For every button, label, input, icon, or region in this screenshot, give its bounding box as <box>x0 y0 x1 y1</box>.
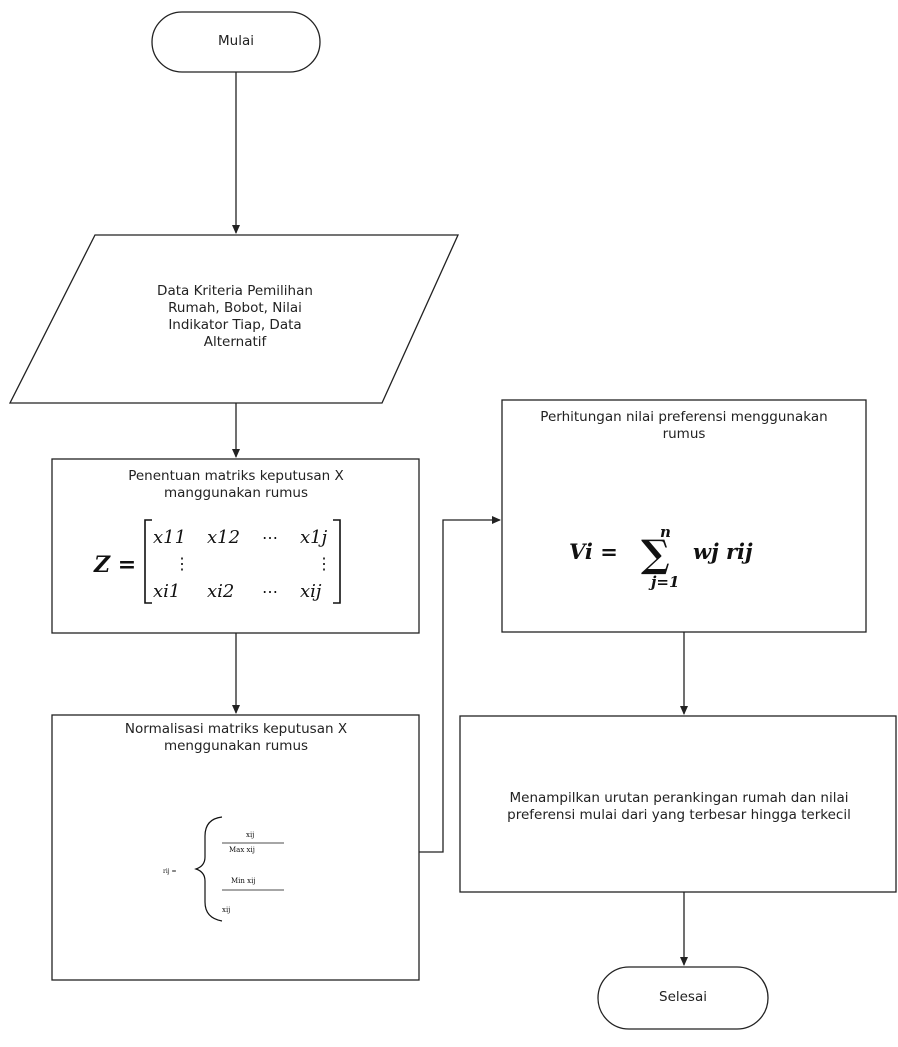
matrix-cell-r3c3: ⋯ <box>262 582 278 601</box>
matrix-right-bracket <box>333 519 341 604</box>
preference-sigma: ∑ <box>641 531 670 576</box>
start-label: Mulai <box>218 33 254 49</box>
input-label: Data Kriteria Pemilihan Rumah, Bobot, Ni… <box>157 283 313 350</box>
matrix-cell-r1c1: x11 <box>153 527 186 548</box>
normalization-brace <box>194 816 223 922</box>
matrix-formula: Z = x11 x12 ⋯ x1j ⋮ ⋮ xi1 xi2 ⋯ xij <box>93 519 341 604</box>
decision-matrix-box <box>51 458 420 634</box>
end-label: Selesai <box>659 989 707 1005</box>
matrix-lhs: Z = <box>93 552 136 578</box>
preference-lhs: Vi = <box>569 539 618 564</box>
normalization-formula: rij = xij Max xij Min xij xij <box>163 816 284 922</box>
normalization-case1-den: Max xij <box>229 846 255 854</box>
matrix-left-bracket <box>144 519 152 604</box>
end-terminator <box>597 966 769 1030</box>
matrix-cell-r2c4: ⋮ <box>316 554 332 573</box>
preference-label: Perhitungan nilai preferensi menggunakan… <box>540 409 828 442</box>
normalization-case2-num: Min xij <box>231 877 256 885</box>
decision-matrix-label: Penentuan matriks keputusan X manggunaka… <box>128 468 344 501</box>
ranking-label: Menampilkan urutan perankingan rumah dan… <box>507 790 851 823</box>
matrix-cell-r1c3: ⋯ <box>262 528 278 547</box>
ranking-box <box>459 715 897 893</box>
preference-term: wj rij <box>693 539 753 564</box>
matrix-cell-r3c2: xi2 <box>207 581 234 602</box>
preference-formula: Vi = n ∑ j=1 wj rij <box>569 523 753 591</box>
matrix-cell-r1c4: x1j <box>300 527 328 548</box>
connector-normalization-to-preference <box>419 516 501 853</box>
matrix-cell-r1c2: x12 <box>207 527 240 548</box>
matrix-cell-r3c4: xij <box>300 581 322 602</box>
matrix-cell-r3c1: xi1 <box>153 581 180 602</box>
normalization-case2-den: xij <box>222 906 230 914</box>
normalization-box <box>51 714 420 981</box>
input-parallelogram <box>8 234 460 404</box>
preference-sum-top: n <box>660 523 671 541</box>
normalization-label: Normalisasi matriks keputusan X mengguna… <box>124 721 348 754</box>
matrix-cell-r2c1: ⋮ <box>174 554 190 573</box>
normalization-lhs: rij = <box>163 868 177 875</box>
preference-box <box>501 399 867 633</box>
preference-sum-bottom: j=1 <box>648 573 679 591</box>
normalization-case1-num: xij <box>246 831 254 839</box>
